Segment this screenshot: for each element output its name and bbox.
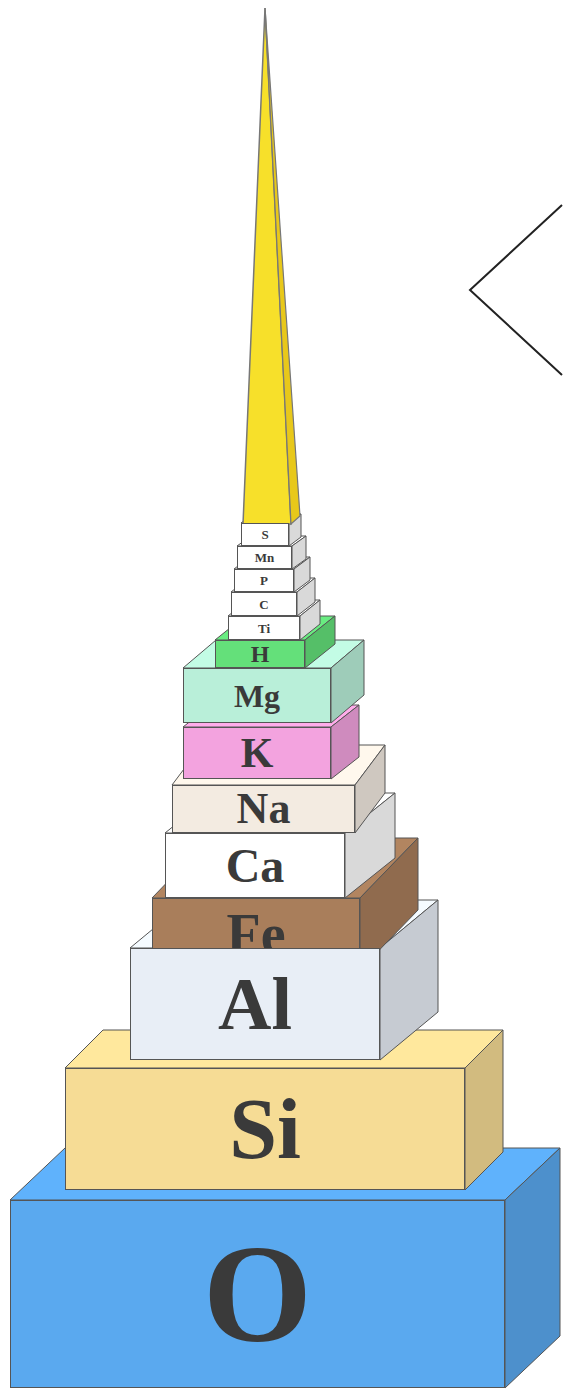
element-symbol: O [203,1224,312,1364]
element-block: H [215,640,305,668]
element-block: Mn [237,546,292,569]
element-block: Na [172,785,355,833]
element-symbol: H [251,642,270,666]
block-depth [183,640,364,723]
element-symbol: Al [218,967,292,1041]
element-block: Al [130,948,380,1060]
element-symbol: Mn [255,551,275,564]
element-block: C [231,592,297,616]
element-block: K [183,727,331,779]
element-symbol: Ca [226,842,285,890]
element-symbol: C [259,598,268,611]
block-side [465,1030,503,1190]
element-symbol: Si [229,1086,301,1172]
element-symbol: Mg [234,680,280,712]
element-symbol: Ti [258,622,270,635]
spire [243,8,291,524]
block-side [355,745,385,833]
element-block: Ca [165,833,345,898]
block-side [331,640,364,723]
element-block: Ti [228,616,300,640]
element-symbol: K [241,732,274,774]
spire-side [265,8,300,524]
element-block: Si [65,1068,465,1190]
element-block: Mg [183,668,331,723]
block-side [505,1148,560,1388]
bracket-mark [470,205,562,375]
element-block: O [10,1200,505,1388]
element-block: P [234,569,294,592]
element-block: S [241,523,289,546]
element-symbol: Na [237,787,291,831]
element-symbol: S [261,528,268,541]
element-symbol: P [260,574,268,587]
